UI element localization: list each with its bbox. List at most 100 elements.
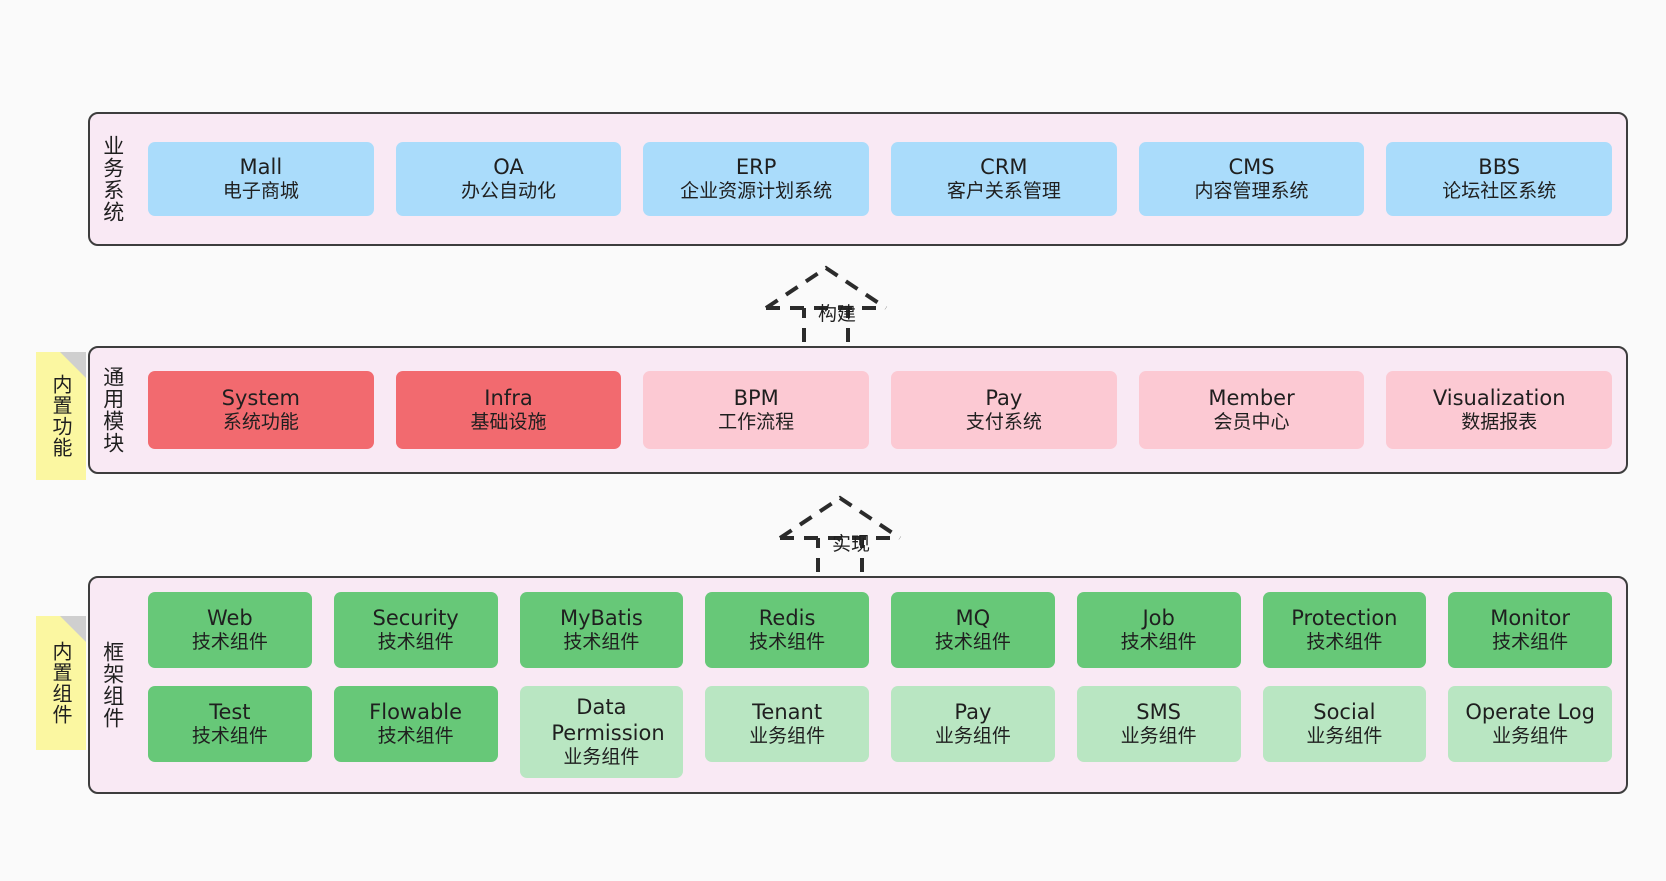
module-card-title: Protection [1291,606,1398,630]
module-card-mall[interactable]: Mall 电子商城 [148,142,374,216]
layer-business-systems-body: Mall 电子商城 OA 办公自动化 ERP 企业资源计划系统 CRM 客户关系… [134,114,1626,244]
module-card-title: Social [1313,700,1376,724]
module-card-subtitle: 技术组件 [377,725,454,748]
connector-build-label: 构建 [818,303,857,325]
folded-corner-icon [60,616,86,642]
module-card-web[interactable]: Web 技术组件 [148,592,312,668]
module-card-subtitle: 业务组件 [1120,725,1197,748]
module-card-cms[interactable]: CMS 内容管理系统 [1138,142,1365,216]
module-card-security[interactable]: Security 技术组件 [333,592,498,668]
generalization-arrow-icon [778,495,902,572]
module-card-title: Job [1142,606,1175,630]
module-card-title: Pay [954,700,992,724]
module-card-erp[interactable]: ERP 企业资源计划系统 [643,142,870,216]
layer-common-modules-body: System 系统功能 Infra 基础设施 BPM 工作流程 Pay 支付系统… [134,348,1626,472]
business-systems-row: Mall 电子商城 OA 办公自动化 ERP 企业资源计划系统 CRM 客户关系… [148,142,1613,216]
layer-business-systems-label: 业务系统 [100,135,125,223]
module-card-title: Visualization [1432,386,1566,410]
module-card-subtitle: 内容管理系统 [1194,180,1309,203]
module-card-title: Web [206,606,253,630]
module-card-subtitle: 技术组件 [934,631,1011,654]
layer-common-modules-label: 通用模块 [100,366,125,454]
framework-components-row-2: Test 技术组件 Flowable 技术组件 Data Permission … [148,686,1612,778]
module-card-title: Data Permission [551,694,665,746]
module-card-data-permission[interactable]: Data Permission 业务组件 [519,686,684,778]
module-card-pay[interactable]: Pay 支付系统 [891,371,1117,449]
module-card-subtitle: 技术组件 [1306,631,1383,654]
module-card-subtitle: 电子商城 [222,180,299,203]
module-card-title: BPM [733,386,779,410]
module-card-subtitle: 工作流程 [718,411,795,434]
module-card-title: Test [209,700,251,724]
module-card-subtitle: 会员中心 [1213,411,1290,434]
generalization-arrow-icon [764,265,888,342]
sticky-note-label: 内置组件 [49,641,73,725]
module-card-subtitle: 办公自动化 [461,180,557,203]
module-card-title: Mall [239,155,283,179]
module-card-title: MyBatis [559,606,643,630]
sticky-note-label: 内置功能 [49,374,73,458]
module-card-mq[interactable]: MQ 技术组件 [891,592,1055,668]
module-card-test[interactable]: Test 技术组件 [148,686,312,762]
module-card-infra[interactable]: Infra 基础设施 [395,371,622,449]
module-card-bpm[interactable]: BPM 工作流程 [643,371,870,449]
module-card-title: Member [1208,386,1295,410]
connector-build: 构建 [758,262,910,342]
layer-common-modules: 通用模块 System 系统功能 Infra 基础设施 BPM 工作流程 Pay… [88,346,1628,474]
module-card-protection[interactable]: Protection 技术组件 [1262,592,1427,668]
common-modules-row: System 系统功能 Infra 基础设施 BPM 工作流程 Pay 支付系统… [148,371,1613,449]
module-card-title: ERP [735,155,777,179]
module-card-mybatis[interactable]: MyBatis 技术组件 [519,592,684,668]
module-card-flowable[interactable]: Flowable 技术组件 [333,686,498,762]
module-card-title: Flowable [369,700,463,724]
sticky-note-builtin-features: 内置功能 [36,352,86,480]
module-card-operate-log[interactable]: Operate Log 业务组件 [1448,686,1612,762]
module-card-sms[interactable]: SMS 业务组件 [1076,686,1241,762]
module-card-subtitle: 技术组件 [377,631,454,654]
module-card-title: Pay [985,386,1023,410]
module-card-subtitle: 业务组件 [1492,725,1569,748]
module-card-redis[interactable]: Redis 技术组件 [705,592,869,668]
layer-business-systems: 业务系统 Mall 电子商城 OA 办公自动化 ERP 企业资源计划系统 CRM… [88,112,1628,246]
folded-corner-icon [60,352,86,378]
sticky-note-builtin-components: 内置组件 [36,616,86,750]
module-card-title: Monitor [1490,606,1571,630]
module-card-subtitle: 技术组件 [1120,631,1197,654]
module-card-title: Redis [758,606,816,630]
module-card-title: System [221,386,300,410]
module-card-title: Security [372,606,459,630]
layer-framework-components-label: 框架组件 [100,641,125,729]
layer-framework-components: 框架组件 Web 技术组件 Security 技术组件 MyBatis 技术组件… [88,576,1628,794]
module-card-subtitle: 企业资源计划系统 [680,180,833,203]
module-card-subtitle: 论坛社区系统 [1442,180,1557,203]
module-card-title: CMS [1228,155,1275,179]
module-card-member[interactable]: Member 会员中心 [1138,371,1365,449]
module-card-job[interactable]: Job 技术组件 [1076,592,1241,668]
module-card-subtitle: 业务组件 [1306,725,1383,748]
module-card-pay-component[interactable]: Pay 业务组件 [891,686,1055,762]
module-card-monitor[interactable]: Monitor 技术组件 [1448,592,1612,668]
module-card-system[interactable]: System 系统功能 [148,371,374,449]
module-card-title: BBS [1478,155,1521,179]
module-card-subtitle: 基础设施 [470,411,547,434]
module-card-title: Infra [484,386,533,410]
module-card-title: SMS [1136,700,1182,724]
framework-components-row-1: Web 技术组件 Security 技术组件 MyBatis 技术组件 Redi… [148,592,1612,668]
module-card-subtitle: 支付系统 [965,411,1042,434]
module-card-subtitle: 系统功能 [222,411,299,434]
module-card-visualization[interactable]: Visualization 数据报表 [1386,371,1613,449]
module-card-oa[interactable]: OA 办公自动化 [395,142,622,216]
module-card-subtitle: 技术组件 [563,631,640,654]
module-card-tenant[interactable]: Tenant 业务组件 [705,686,869,762]
module-card-crm[interactable]: CRM 客户关系管理 [891,142,1117,216]
connector-implement: 实现 [772,492,924,572]
module-card-bbs[interactable]: BBS 论坛社区系统 [1386,142,1613,216]
module-card-subtitle: 业务组件 [934,725,1011,748]
module-card-title: CRM [980,155,1028,179]
layer-framework-components-body: Web 技术组件 Security 技术组件 MyBatis 技术组件 Redi… [134,578,1626,792]
module-card-title: OA [493,155,524,179]
module-card-subtitle: 技术组件 [1492,631,1569,654]
module-card-social[interactable]: Social 业务组件 [1262,686,1427,762]
module-card-subtitle: 业务组件 [563,746,640,769]
